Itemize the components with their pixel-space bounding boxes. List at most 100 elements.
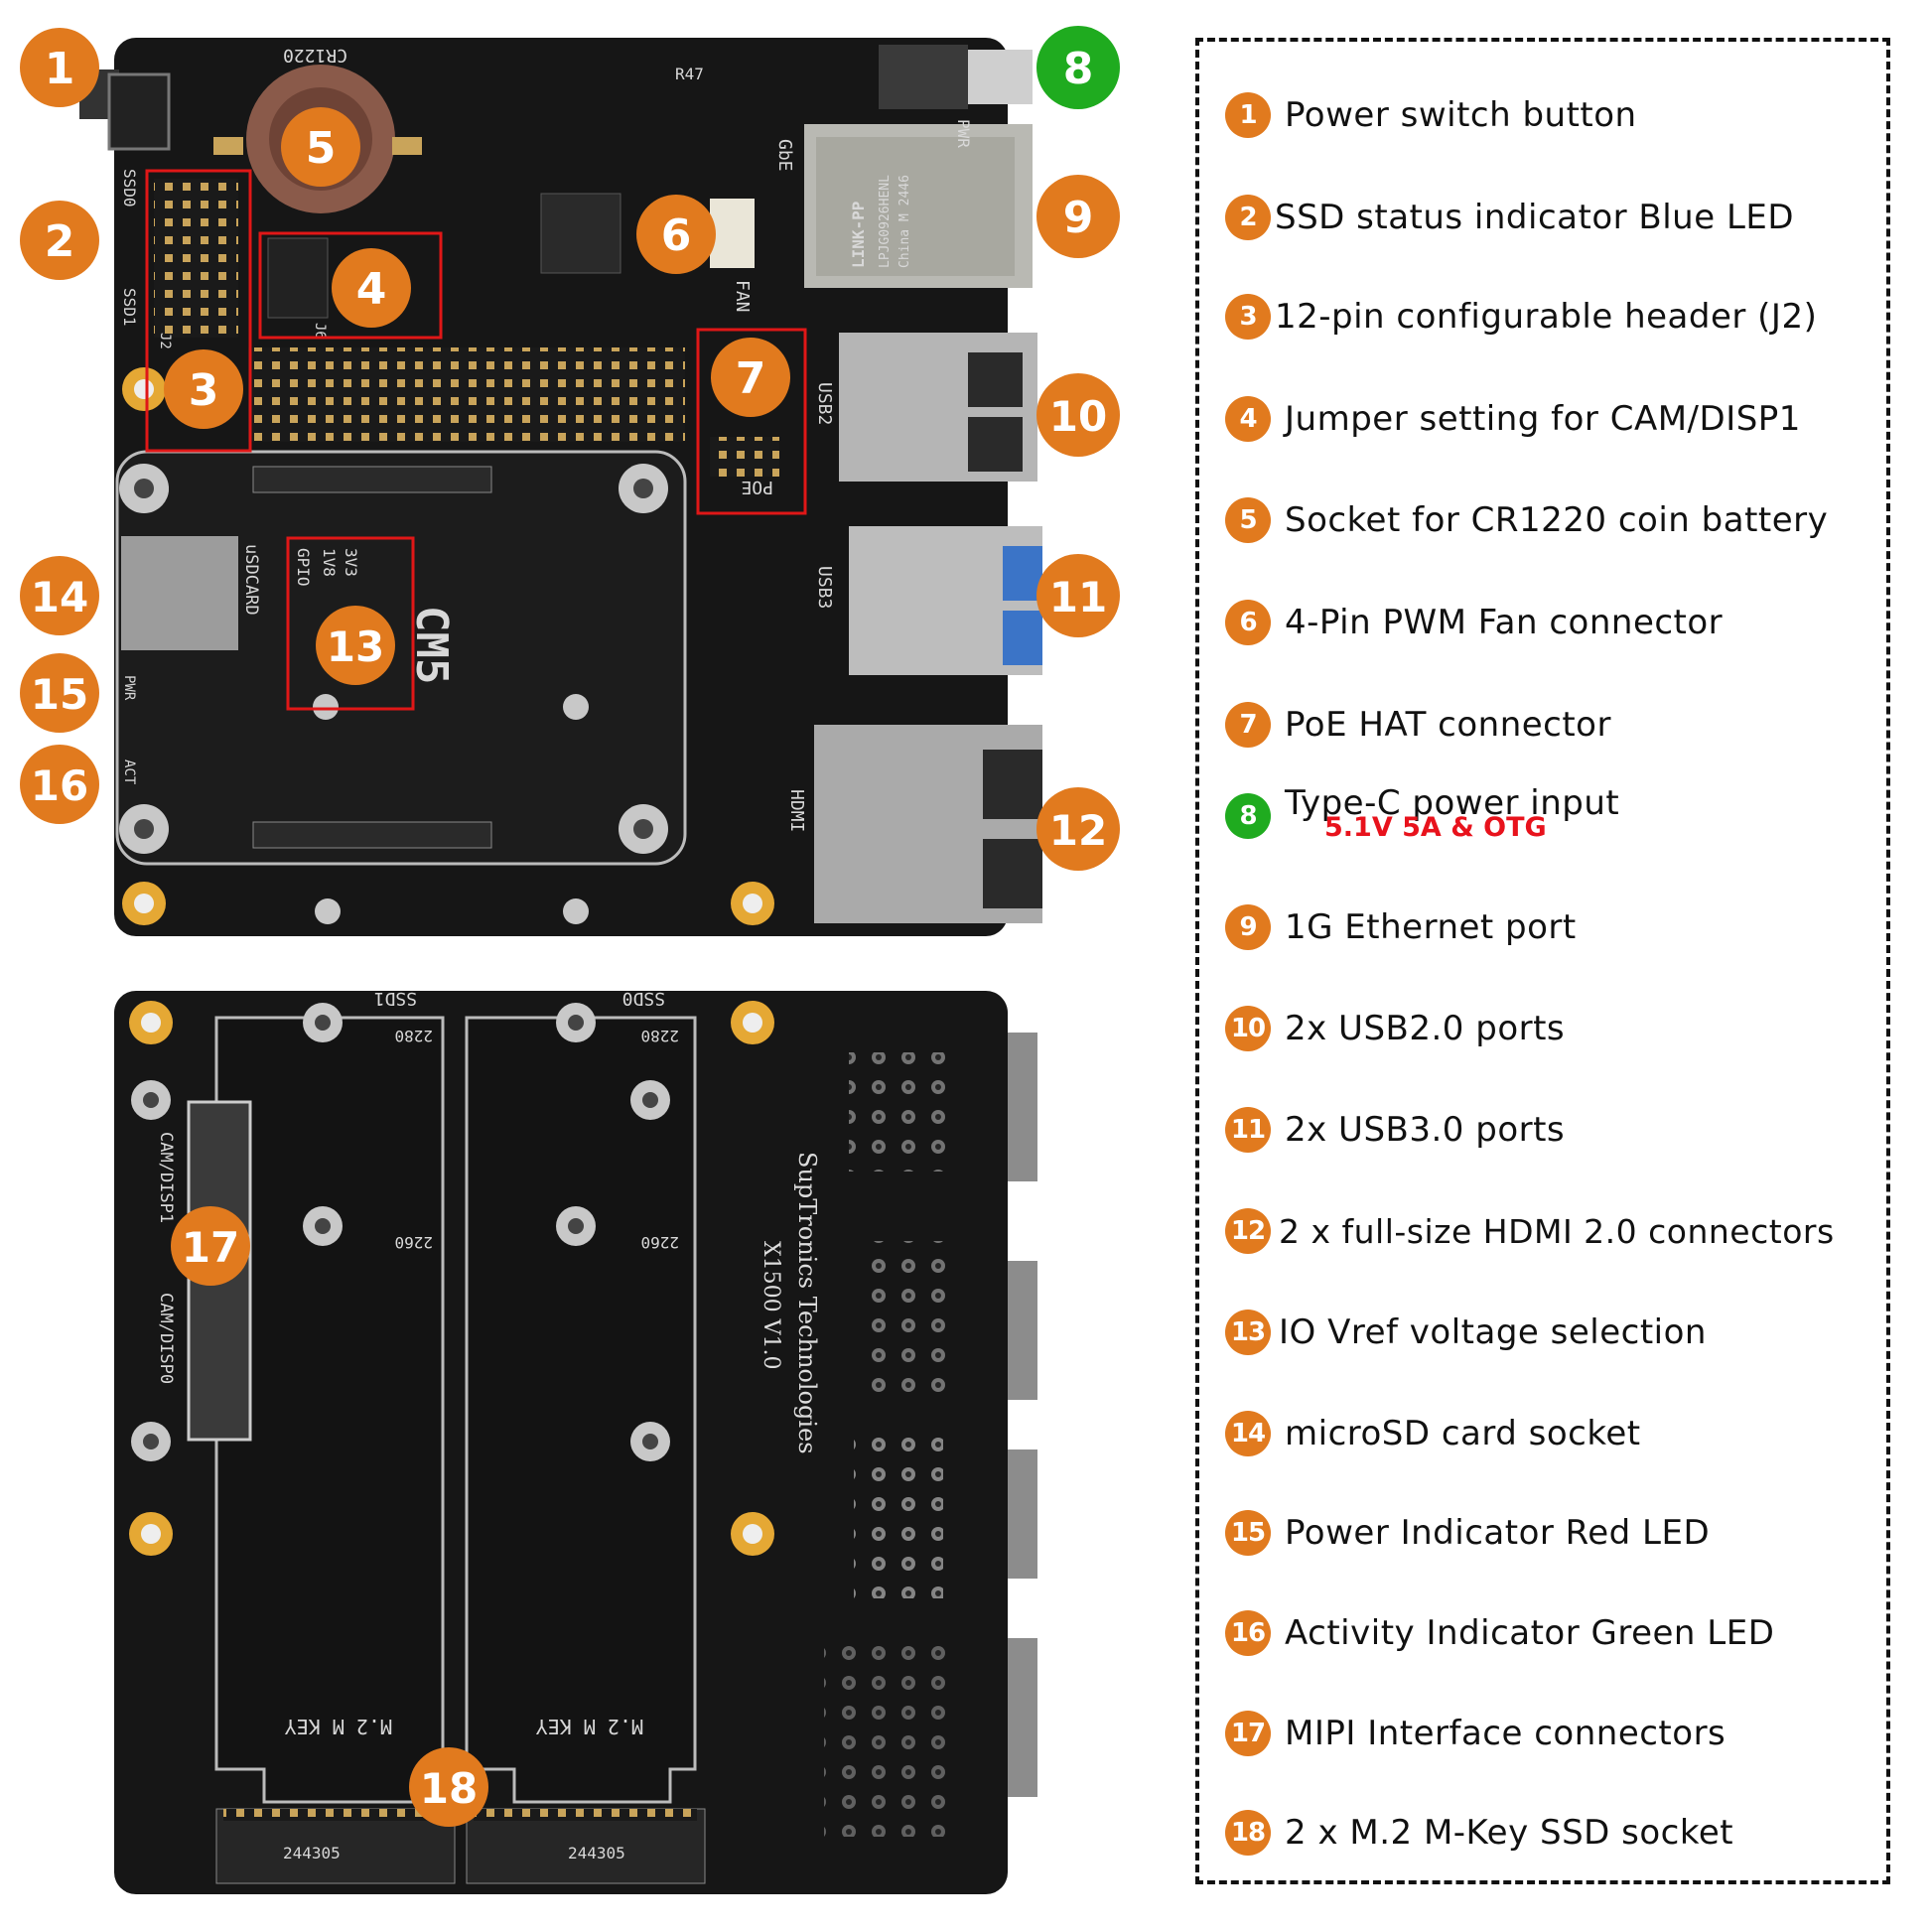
m2-socket-0 xyxy=(466,1808,706,1884)
callout-11: 11 xyxy=(1036,554,1120,637)
legend-badge: 17 xyxy=(1225,1711,1271,1756)
legend-badge: 13 xyxy=(1225,1310,1271,1355)
silk-hdmi: HDMI xyxy=(786,789,807,832)
legend-label: IO Vref voltage selection xyxy=(1279,1312,1707,1352)
silk-2260-b: 2260 xyxy=(640,1233,679,1252)
legend-label: Power switch button xyxy=(1285,95,1637,135)
callout-2: 2 xyxy=(20,201,99,280)
highlight-vref xyxy=(286,536,415,711)
highlight-poe xyxy=(696,328,807,515)
callout-6: 6 xyxy=(636,195,716,274)
svg-text:12: 12 xyxy=(1049,806,1107,855)
silk-usb2: USB2 xyxy=(814,382,835,425)
silk-pwr-led: PWR xyxy=(121,675,137,701)
legend-label: MIPI Interface connectors xyxy=(1285,1714,1726,1753)
callout-4: 4 xyxy=(332,248,411,328)
callout-16: 16 xyxy=(20,745,99,824)
legend-badge: 4 xyxy=(1225,396,1271,442)
callout-15: 15 xyxy=(20,653,99,733)
silk-1v8: 1V8 xyxy=(320,548,339,577)
legend-sublabel: 5.1V 5A & OTG xyxy=(1324,812,1547,843)
svg-text:11: 11 xyxy=(1049,573,1107,621)
silk-code-b: 244305 xyxy=(568,1844,625,1863)
legend-badge: 14 xyxy=(1225,1411,1271,1456)
svg-text:2: 2 xyxy=(45,216,75,267)
silk-2260-a: 2260 xyxy=(394,1233,433,1252)
legend-badge: 18 xyxy=(1225,1810,1271,1856)
silk-mkey-b: M.2 M KEY xyxy=(536,1715,643,1738)
callout-7: 7 xyxy=(711,338,790,417)
callout-17: 17 xyxy=(171,1206,250,1286)
top-board: CR1220 R47 PWR GbE FAN SSD0 SSD1 J2 J6 U… xyxy=(79,38,1042,936)
callout-13: 13 xyxy=(316,606,395,685)
fan-connector xyxy=(710,199,755,268)
callout-8: 8 xyxy=(1036,26,1120,109)
legend-badge: 7 xyxy=(1225,702,1271,748)
legend-label: Activity Indicator Green LED xyxy=(1285,1613,1775,1653)
svg-text:6: 6 xyxy=(661,210,692,261)
svg-text:8: 8 xyxy=(1063,44,1094,94)
usb-hub-chip xyxy=(540,193,621,274)
legend-label: microSD card socket xyxy=(1285,1414,1641,1453)
svg-text:5: 5 xyxy=(306,123,337,174)
legend-badge: 12 xyxy=(1225,1208,1271,1254)
callout-9: 9 xyxy=(1036,175,1120,258)
legend-label: 2x USB3.0 ports xyxy=(1285,1110,1566,1150)
svg-text:15: 15 xyxy=(31,670,88,719)
legend-badge: 9 xyxy=(1225,904,1271,950)
legend-label: Type-C power input xyxy=(1285,783,1620,823)
legend-label: Socket for CR1220 coin battery xyxy=(1285,500,1829,540)
highlight-j6 xyxy=(258,231,443,340)
silk-b-ssd0: SSD0 xyxy=(622,988,665,1009)
ethernet-port xyxy=(804,124,1033,288)
silk-pwr: PWR xyxy=(954,119,973,148)
svg-text:10: 10 xyxy=(1049,392,1107,441)
svg-text:18: 18 xyxy=(420,1764,478,1813)
legend-label: PoE HAT connector xyxy=(1285,705,1611,745)
legend-badge: 8 xyxy=(1225,793,1271,839)
svg-text:7: 7 xyxy=(736,353,766,404)
silk-mkey-a: M.2 M KEY xyxy=(285,1715,392,1738)
silk-j6: J6 xyxy=(312,323,328,340)
silk-maker: SupTronics Technologies xyxy=(793,1152,821,1454)
j2-header xyxy=(154,179,238,338)
legend-label: 12-pin configurable header (J2) xyxy=(1275,297,1818,337)
legend-label: 4-Pin PWM Fan connector xyxy=(1285,603,1724,642)
svg-text:3: 3 xyxy=(189,365,219,416)
svg-text:1: 1 xyxy=(45,44,75,94)
svg-text:16: 16 xyxy=(31,761,88,810)
silk-3v3: 3V3 xyxy=(342,548,360,577)
bottom-board: SSD1 SSD0 2280 2280 2260 2260 CAM/DISP1 … xyxy=(114,988,1037,1894)
silk-b-ssd1: SSD1 xyxy=(374,988,417,1009)
callout-18: 18 xyxy=(409,1747,488,1827)
svg-text:17: 17 xyxy=(182,1223,239,1272)
silk-lan-part: LPJG0926HENL xyxy=(878,175,893,268)
legend-badge: 3 xyxy=(1225,294,1271,340)
silk-j2: J2 xyxy=(157,333,173,349)
m2-socket-1 xyxy=(215,1808,456,1884)
silk-ssd0: SSD0 xyxy=(120,169,139,207)
highlight-j2 xyxy=(145,169,252,453)
silk-model: X1500 V1.0 xyxy=(759,1241,783,1370)
silk-act: ACT xyxy=(121,759,137,785)
svg-text:4: 4 xyxy=(356,264,387,315)
callout-12: 12 xyxy=(1036,787,1120,871)
hdmi-ports xyxy=(814,725,1042,923)
legend-badge: 10 xyxy=(1225,1006,1271,1051)
legend-badge: 5 xyxy=(1225,497,1271,543)
